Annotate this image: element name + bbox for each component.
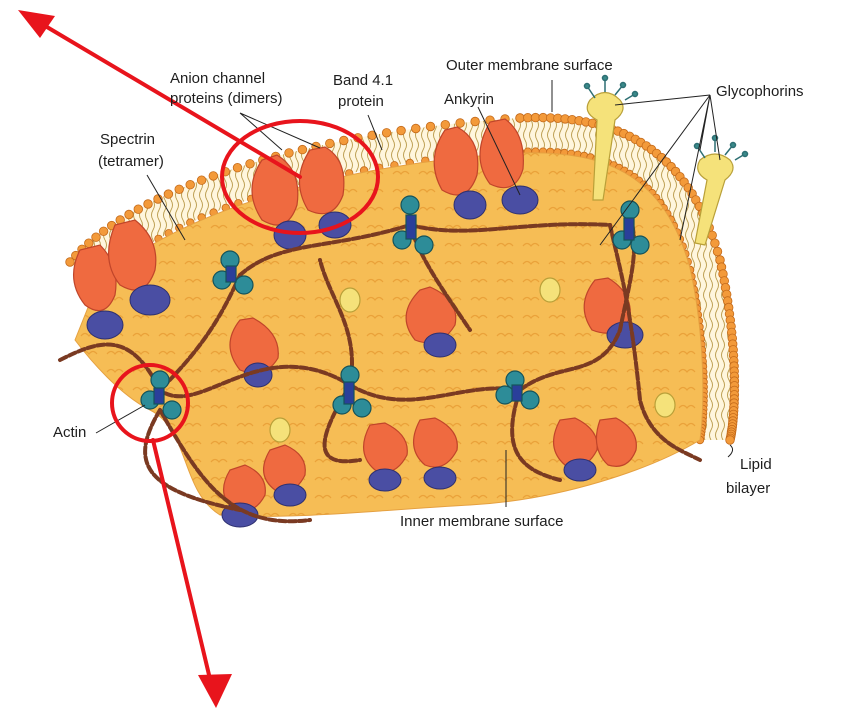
label-glycophorins: Glycophorins — [716, 83, 804, 101]
lipid-head — [233, 163, 242, 172]
lipid-head — [711, 239, 720, 248]
lipid-head — [125, 210, 134, 219]
arrowhead-up — [18, 10, 55, 38]
label-actin: Actin — [53, 424, 86, 442]
lipid-head — [397, 126, 406, 135]
label-spectrin-line1: Spectrin — [100, 131, 155, 149]
lipid-head — [197, 176, 206, 185]
lipid-head — [726, 436, 735, 445]
lipid-head — [412, 124, 421, 133]
lipid-head — [92, 233, 101, 242]
lipid-head — [382, 129, 391, 138]
lipid-head — [456, 119, 465, 128]
lipid-head — [471, 117, 480, 126]
lipid-head — [164, 190, 173, 199]
label-band41-line1: Band 4.1 — [333, 72, 393, 90]
lipid-head — [298, 145, 307, 154]
lipid-head — [246, 160, 255, 169]
label-band41-line2: protein — [338, 93, 384, 111]
lipid-head — [713, 247, 722, 256]
lipid-head — [144, 200, 153, 209]
lipid-head — [186, 180, 195, 189]
label-anion-channel-line1: Anion channel — [170, 70, 265, 88]
arrowhead-down — [198, 674, 232, 708]
lipid-head — [326, 139, 335, 148]
lipid-head — [340, 136, 349, 145]
label-inner-surface: Inner membrane surface — [400, 513, 563, 531]
lipid-head — [426, 122, 435, 131]
lipid-head — [516, 114, 525, 123]
lipid-head — [99, 227, 108, 236]
lipid-head — [285, 149, 294, 158]
label-lipid-line1: Lipid — [740, 456, 772, 474]
label-outer-surface: Outer membrane surface — [446, 57, 613, 75]
lipid-head — [175, 185, 184, 194]
lipid-head — [85, 239, 94, 248]
label-anion-channel-line2: proteins (dimers) — [170, 90, 283, 108]
lipid-head — [441, 120, 450, 129]
label-spectrin-line2: (tetramer) — [98, 153, 164, 171]
label-lipid-line2: bilayer — [726, 480, 770, 498]
lipid-head — [209, 172, 218, 181]
label-ankyrin: Ankyrin — [444, 91, 494, 109]
lipid-head — [134, 205, 143, 214]
